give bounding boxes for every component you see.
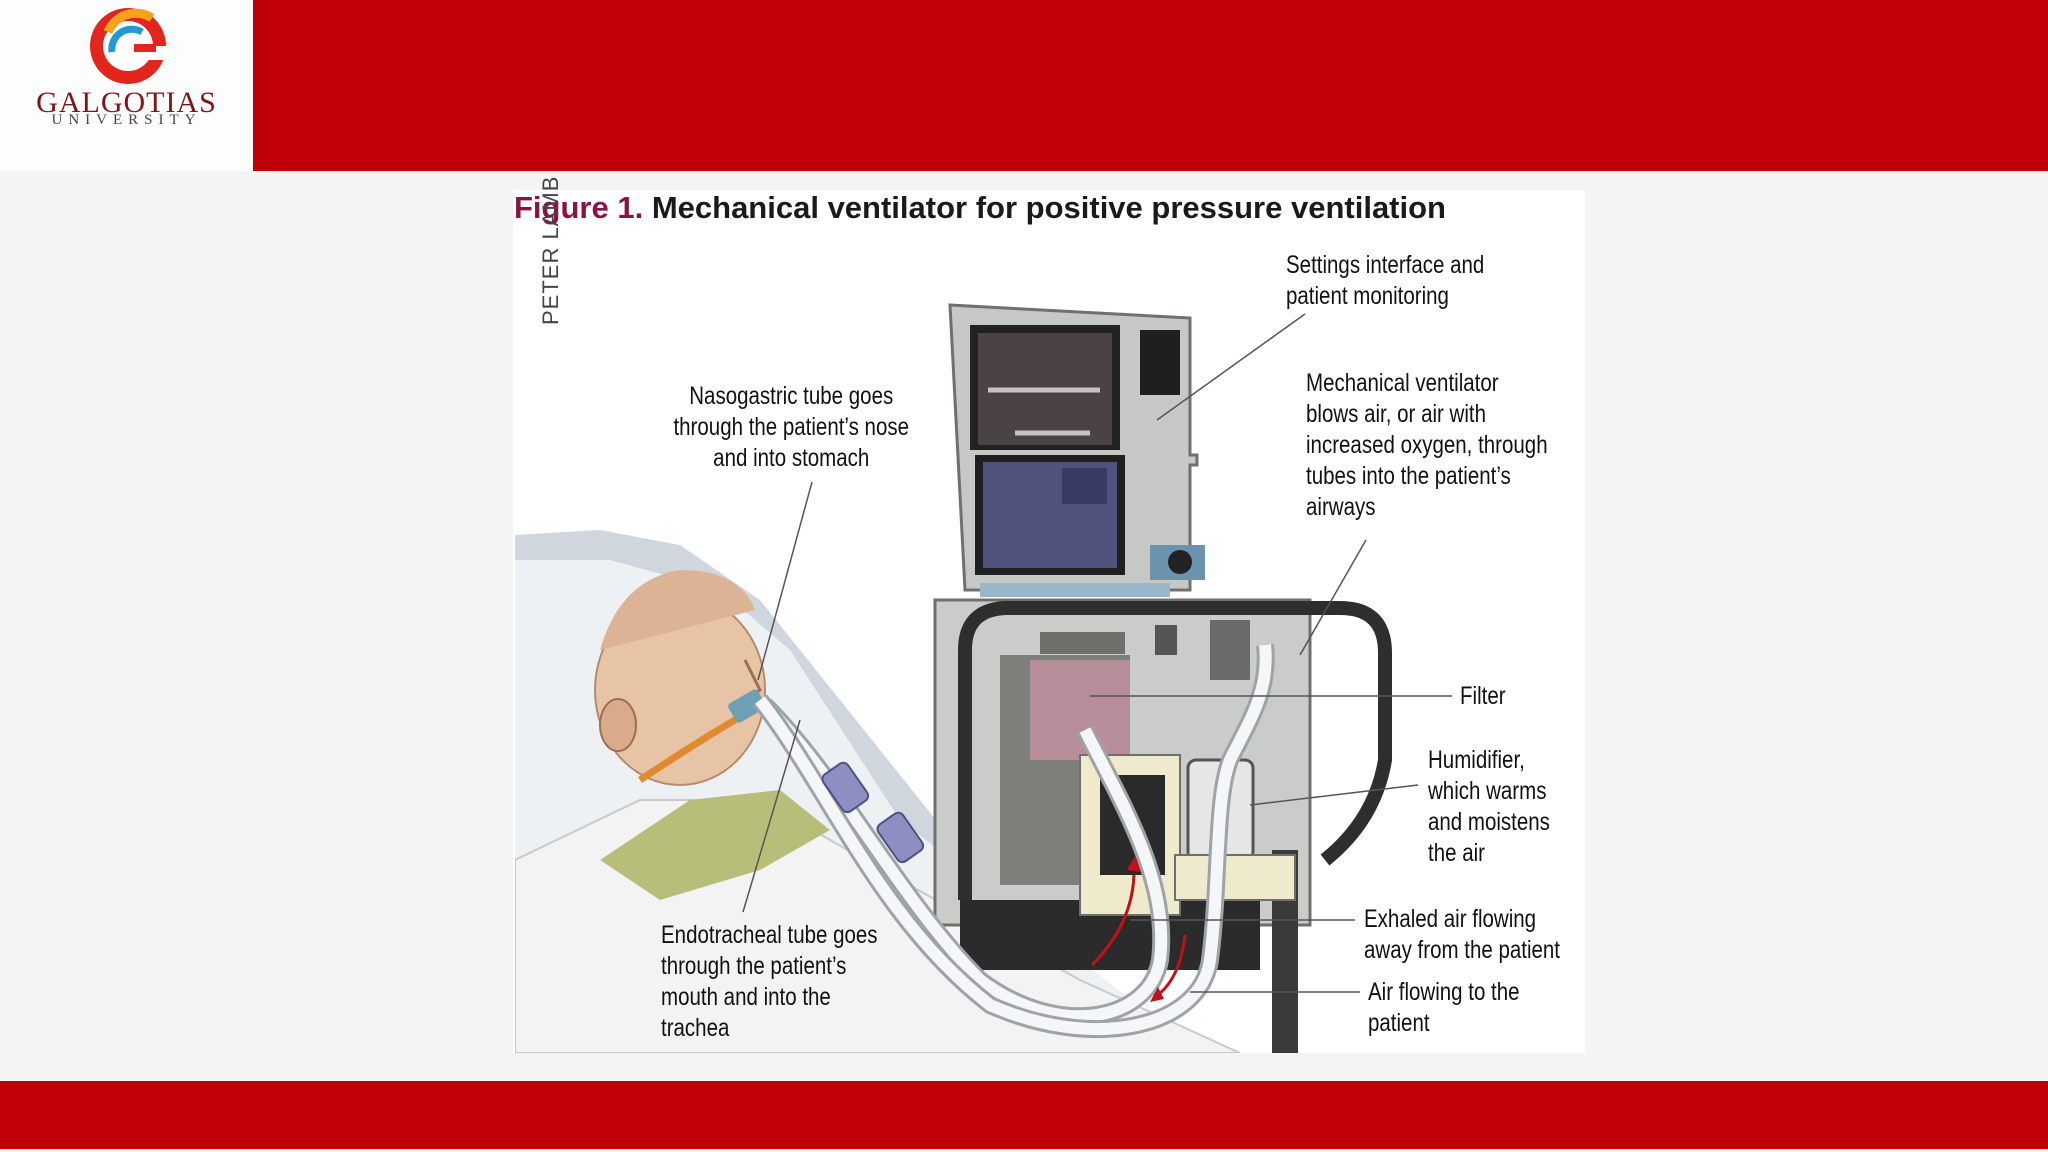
university-logo: GALGOTIAS UNIVERSITY: [0, 0, 253, 171]
header-band: [253, 0, 2048, 171]
figure-caption: Mechanical ventilator for positive press…: [651, 190, 1446, 225]
vent-port: [1155, 625, 1177, 655]
label-line: through the patient’s: [661, 952, 847, 980]
tube-connector-1: [821, 761, 870, 814]
figure-number: Figure 1.: [514, 190, 644, 225]
patient-shirt: [600, 790, 830, 900]
label-line: and into stomach: [713, 444, 870, 472]
patient-ear: [599, 698, 637, 752]
label-line: blows air, or air with: [1306, 400, 1487, 428]
screen-inset: [1062, 468, 1107, 504]
logo-mark: [90, 8, 166, 84]
footer-band: [0, 1081, 2048, 1149]
label-line: away from the patient: [1364, 936, 1560, 964]
label-line: Settings interface and: [1286, 251, 1485, 279]
leader-endotracheal: [742, 719, 801, 913]
label-line: increased oxygen, through: [1306, 431, 1548, 459]
label-line: Endotracheal tube goes: [661, 921, 878, 949]
label-filter: Filter: [1460, 681, 1506, 712]
label-line: Filter: [1460, 682, 1506, 710]
label-line: Air flowing to the: [1368, 978, 1520, 1006]
vent-slot: [1040, 632, 1125, 654]
label-line: Mechanical ventilator: [1306, 369, 1499, 397]
patient-scalp: [600, 570, 755, 650]
label-line: trachea: [661, 1014, 730, 1042]
label-line: through the patient’s nose: [673, 413, 910, 441]
label-settings-interface: Settings interface and patient monitorin…: [1286, 250, 1484, 312]
label-line: patient: [1368, 1009, 1430, 1037]
monitor-side-panel: [1140, 330, 1180, 395]
label-line: Nasogastric tube goes: [689, 382, 894, 410]
logo-subtitle: UNIVERSITY: [51, 112, 202, 128]
logo-name: GALGOTIAS: [36, 86, 217, 119]
control-knob: [1168, 550, 1192, 574]
flow-arrow-up: [1090, 874, 1136, 967]
label-line: the air: [1428, 839, 1485, 867]
leader-ventilator: [1299, 539, 1367, 656]
label-line: airways: [1306, 493, 1376, 521]
outlet-port: [1210, 620, 1250, 680]
label-line: Exhaled air flowing: [1364, 905, 1537, 933]
humidifier-shelf: [1174, 854, 1296, 901]
label-line: patient monitoring: [1286, 282, 1449, 310]
flow-arrowhead-down: [1150, 987, 1164, 1002]
label-nasogastric-tube: Nasogastric tube goes through the patien…: [658, 381, 925, 474]
label-line: which warms: [1428, 777, 1547, 805]
label-endotracheal-tube: Endotracheal tube goes through the patie…: [661, 920, 878, 1044]
label-humidifier: Humidifier, which warms and moistens the…: [1428, 745, 1550, 869]
label-line: tubes into the patient’s: [1306, 462, 1511, 490]
label-line: and moistens: [1428, 808, 1550, 836]
leader-lines: [742, 313, 1452, 993]
exhale-tube: [760, 700, 1168, 1023]
filter-unit: [1030, 660, 1130, 760]
label-air-to-patient: Air flowing to the patient: [1368, 977, 1520, 1039]
cart-handle: [958, 601, 1392, 900]
leader-humidifier: [1249, 784, 1419, 806]
flow-arrowhead-up: [1127, 856, 1141, 872]
inhale-tube: [755, 644, 1272, 1035]
label-line: mouth and into the: [661, 983, 831, 1011]
label-line: Humidifier,: [1428, 746, 1525, 774]
leader-nasogastric: [757, 481, 813, 681]
figure-title: Figure 1. Mechanical ventilator for posi…: [514, 190, 1446, 226]
label-exhaled-air: Exhaled air flowing away from the patien…: [1364, 904, 1560, 966]
leader-settings: [1156, 313, 1306, 421]
label-mechanical-ventilator: Mechanical ventilator blows air, or air …: [1306, 368, 1548, 523]
tube-connector-2: [876, 811, 925, 864]
monitor-status-bar: [980, 583, 1170, 597]
mouthpiece: [728, 689, 766, 723]
